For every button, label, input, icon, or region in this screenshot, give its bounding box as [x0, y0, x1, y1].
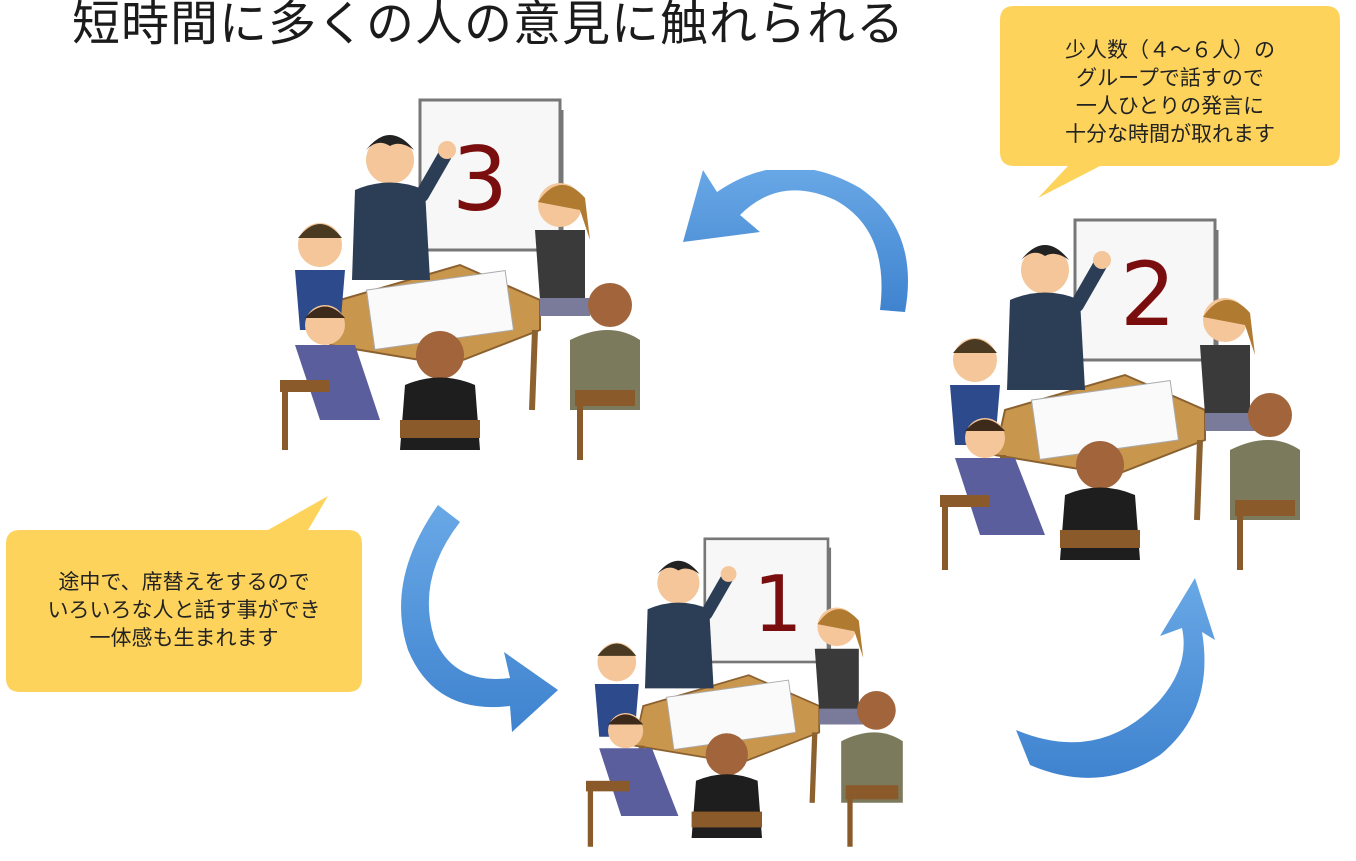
- presenter-figure: [1007, 245, 1111, 390]
- callout-line: 少人数（４～６人）の: [1065, 38, 1275, 62]
- meeting-group-3: 3: [280, 98, 640, 460]
- callout-bubble-shape: [1000, 6, 1340, 198]
- table: [993, 373, 1206, 530]
- cycle-arrow-2-to-3: [683, 170, 908, 312]
- participant-figure: [594, 642, 639, 737]
- group-number: 2: [1120, 243, 1176, 346]
- presenter-figure: [644, 560, 737, 689]
- participant-figure: [400, 331, 480, 450]
- group-number: 3: [452, 128, 508, 231]
- presenter-figure: [352, 135, 456, 280]
- callout-top-right: 少人数（４～６人）の グループで話すので 一人ひとりの発言に 十分な時間が取れま…: [1000, 6, 1340, 198]
- callout-line: 一人ひとりの発言に: [1075, 94, 1265, 118]
- participant-figure: [841, 691, 903, 847]
- whiteboard: [1073, 218, 1219, 370]
- participant-figure: [535, 183, 590, 316]
- participant-figure: [586, 713, 679, 847]
- participant-figure: [1200, 298, 1255, 431]
- table: [633, 674, 821, 812]
- participant-figure: [1230, 393, 1300, 570]
- callout-left: 途中で、席替えをするので いろいろな人と話す事ができ 一体感も生まれます: [6, 496, 362, 692]
- meeting-group-1: 1: [586, 537, 903, 847]
- participant-figure: [940, 418, 1045, 570]
- table: [328, 263, 541, 420]
- whiteboard: [703, 537, 832, 671]
- participant-figure: [280, 305, 380, 450]
- participant-figure: [570, 283, 640, 460]
- callout-line: 十分な時間が取れます: [1065, 122, 1275, 146]
- callout-bubble-shape: [6, 496, 362, 692]
- whiteboard: [418, 98, 564, 276]
- meeting-group-2: 2: [940, 218, 1300, 570]
- group-number: 1: [753, 560, 802, 650]
- callout-line: 一体感も生まれます: [89, 626, 279, 650]
- participant-figure: [691, 733, 762, 838]
- page-title: 短時間に多くの人の意見に触れられる: [72, 0, 906, 52]
- participant-figure: [814, 607, 864, 725]
- cycle-arrow-1-to-2: [1016, 578, 1215, 778]
- callout-line: いろいろな人と話す事ができ: [47, 598, 321, 622]
- callout-line: 途中で、席替えをするので: [58, 570, 310, 594]
- callout-line: グループで話すので: [1076, 66, 1264, 90]
- participant-figure: [1060, 441, 1140, 560]
- cycle-arrow-3-to-1: [401, 505, 558, 732]
